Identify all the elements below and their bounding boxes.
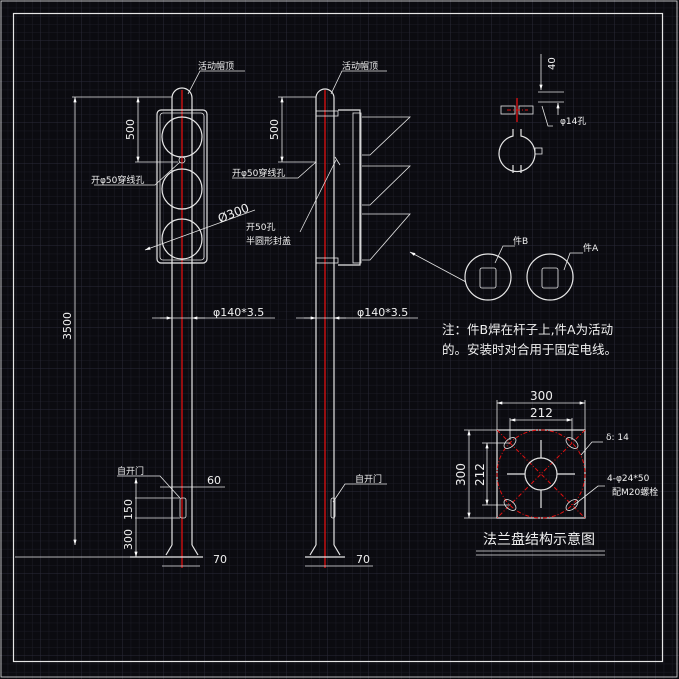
side-cap-label: 活动帽顶 xyxy=(342,60,378,72)
dim-total: 3500 xyxy=(61,312,74,340)
flange-inner: 212 xyxy=(530,406,553,420)
side-pipe-spec: φ140*3.5 xyxy=(357,306,408,319)
note-line-2: 的。安装时对合用于固定电线。 xyxy=(442,342,617,357)
part-a: 件A xyxy=(583,242,599,254)
pipe-spec: φ140*3.5 xyxy=(213,306,264,319)
side-view: 500 活动帽顶 开φ50穿线孔 开50孔 半圆形封盖 φ140*3.5 自开门… xyxy=(232,60,467,568)
flange-holes: 4-φ24*50 xyxy=(607,474,650,484)
flange-outer-v: 300 xyxy=(454,463,468,486)
flange-title: 法兰盘结构示意图 xyxy=(483,531,595,548)
door-base: 300 xyxy=(122,529,135,550)
side-base-width: 70 xyxy=(356,553,370,566)
side-hole-label: 开φ50穿线孔 xyxy=(232,167,285,179)
flange-outer: 300 xyxy=(530,389,553,403)
flange-inner-v: 212 xyxy=(473,463,487,486)
door-height: 150 xyxy=(122,499,135,520)
clamp-dim: 40 xyxy=(547,57,558,70)
cap-label: 活动帽顶 xyxy=(198,60,234,72)
note: 注：件B焊在杆子上,件A为活动 的。安装时对合用于固定电线。 xyxy=(442,322,617,357)
flange-bolts: 配M20螺栓 xyxy=(612,486,658,498)
inner-frame xyxy=(12,12,664,663)
clamp-detail: 40 φ14孔 件B 件A xyxy=(464,54,599,301)
hole-label: 开φ50穿线孔 xyxy=(91,174,144,186)
front-view: 3500 500 活动帽顶 开φ50穿线孔 Ø300 φ140*3.5 自开门 … xyxy=(15,60,275,568)
flange-diagram: 300 212 300 212 δ: 14 4-φ24*50 配M20螺栓 法兰… xyxy=(454,389,658,556)
dim-top: 500 xyxy=(124,119,137,140)
side-dim-top: 500 xyxy=(268,119,281,140)
clamp-hole: φ14孔 xyxy=(560,116,586,127)
flange-thickness: δ: 14 xyxy=(606,433,629,443)
door-label: 自开门 xyxy=(117,465,144,477)
door-width: 60 xyxy=(207,474,221,487)
side-door-label: 自开门 xyxy=(355,473,382,485)
note-line-1: 注：件B焊在杆子上,件A为活动 xyxy=(442,322,613,337)
side-hole2-label: 开50孔 xyxy=(246,222,275,233)
base-width: 70 xyxy=(213,553,227,566)
part-b: 件B xyxy=(513,235,528,247)
side-cover-label: 半圆形封盖 xyxy=(246,235,291,247)
